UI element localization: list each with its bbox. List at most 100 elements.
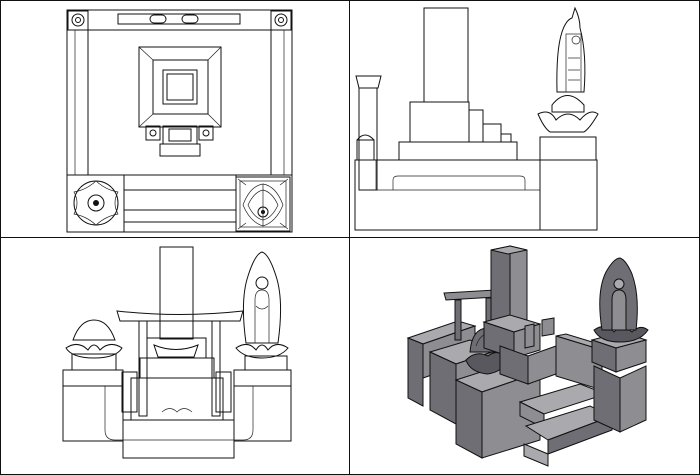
top-view-gate-knot-left [149, 14, 167, 24]
top-view-monument-base [138, 46, 222, 128]
front-view-statue-hands [255, 305, 269, 310]
top-view-corner-post-right [270, 10, 292, 31]
persp-monument-shaft-top [490, 245, 528, 255]
front-view-statue-figure [254, 289, 270, 344]
side-view-statue-head [571, 35, 581, 45]
top-view-statue-inner [239, 180, 287, 228]
top-view-step [159, 143, 201, 157]
front-view-bowl-pedestal [71, 353, 117, 371]
top-view-corner-post-right-cap [274, 13, 288, 27]
top-view-corner-post-left-dot [75, 17, 81, 23]
front-view-lantern-right [215, 371, 232, 413]
front-view-lantern-left [121, 371, 138, 413]
top-view-statue-petals [242, 183, 284, 227]
front-view-gate-post-left [138, 320, 148, 417]
top-view-corner-post-right-dot [278, 17, 284, 23]
front-view-monument-shaft [159, 246, 194, 340]
front-view-base-left [62, 385, 124, 442]
persp-monument-shaft-side [509, 245, 528, 327]
side-view-monument-plinth [398, 141, 518, 161]
side-view-monument-step3 [500, 133, 512, 143]
front-view-bowl-lotus [65, 344, 123, 359]
top-view-corner-post-left-cap [71, 13, 85, 27]
side-view-monument-base1 [409, 101, 470, 143]
persp-front-block-front [455, 379, 483, 459]
top-view-statue-corner-scrolls [237, 178, 289, 230]
top-view-bowl-ring [87, 194, 105, 212]
front-view-offering-cup [153, 344, 199, 358]
top-view-lantern-right [198, 125, 214, 141]
front-view-ledge-right [233, 369, 292, 387]
persp-statue-pedestal-side [615, 339, 647, 373]
perspective-view [406, 245, 649, 467]
top-view-statue-petals-inner [247, 189, 279, 221]
side-view-lantern-cap [356, 134, 375, 141]
side-view-statue-body [565, 33, 582, 93]
front-view [62, 246, 292, 459]
persp-monument-shaft-front [490, 245, 511, 327]
front-view-statue-head [255, 276, 269, 290]
persp-block-left-front [429, 351, 457, 425]
persp-statue-figure [611, 289, 627, 331]
persp-right-block-front [593, 365, 621, 433]
front-view-bowl-dome [72, 319, 116, 341]
persp-gate-post-left [454, 299, 462, 341]
front-view-front-curve [104, 386, 254, 441]
top-view-lantern-right-dot [202, 129, 210, 137]
top-view-front-step-a [123, 189, 237, 211]
top-view-outline [66, 9, 293, 233]
top-view-corner-post-left [67, 10, 89, 31]
front-view-monument-base2 [139, 357, 215, 379]
persp-lantern-a [524, 323, 535, 349]
side-view-post-left-cap [355, 75, 382, 89]
front-view-gate-post-right [211, 320, 221, 417]
top-view-bevel-d [207, 113, 222, 128]
persp-lantern-b [541, 317, 555, 337]
side-view-lantern [356, 139, 375, 161]
persp-wall-left-front [407, 337, 424, 407]
top-view-monument-top [166, 73, 194, 101]
side-view-base-groove [392, 175, 526, 190]
top-view-gate-knot-right [181, 14, 199, 24]
persp-right-block-side [619, 365, 647, 433]
top-view-bevel-b [207, 46, 222, 61]
side-view-statue-lotus [537, 111, 599, 133]
side-view-monument-shaft [423, 7, 469, 103]
front-view-monument-base3 [130, 377, 224, 421]
side-view-monument-step2 [482, 123, 502, 143]
top-view [66, 9, 293, 233]
top-view-inner-border [87, 29, 272, 176]
side-view [354, 6, 599, 231]
top-view-bowl-petals [73, 180, 119, 226]
front-view-ledge-left [62, 369, 124, 387]
front-view-statue-lotus [235, 344, 289, 359]
persp-statue-head [613, 278, 625, 290]
side-view-base [354, 159, 598, 231]
side-view-statue-pedestal [539, 136, 597, 161]
front-view-plinth-shadow [161, 408, 193, 413]
front-view-base-center [122, 419, 235, 459]
top-view-bevel-a [138, 46, 154, 61]
top-view-front-step-b [123, 209, 237, 223]
front-view-gate-beam [116, 310, 244, 322]
top-view-monument-shaft [162, 69, 198, 105]
top-view-lantern-left [145, 125, 161, 141]
side-view-monument-step [468, 109, 484, 143]
top-view-bevel-c [138, 113, 154, 128]
top-view-statue-base [235, 176, 291, 232]
front-view-statue-pedestal [244, 355, 288, 371]
top-view-front-wall [66, 174, 293, 233]
top-view-monument-step [152, 59, 209, 115]
top-view-gate-beam [117, 13, 241, 25]
front-view-base-right [233, 385, 292, 442]
top-view-lantern-left-dot [149, 129, 157, 137]
side-view-statue-figure [556, 6, 586, 93]
side-view-statue-bowl [551, 95, 585, 113]
persp-step-3-top [523, 443, 549, 467]
front-view-statue-halo [242, 251, 282, 344]
top-view-bowl-center [93, 200, 99, 206]
side-view-post-left [358, 87, 378, 191]
persp-step-2-front [547, 415, 613, 455]
top-view-offering-bowl [168, 128, 192, 142]
